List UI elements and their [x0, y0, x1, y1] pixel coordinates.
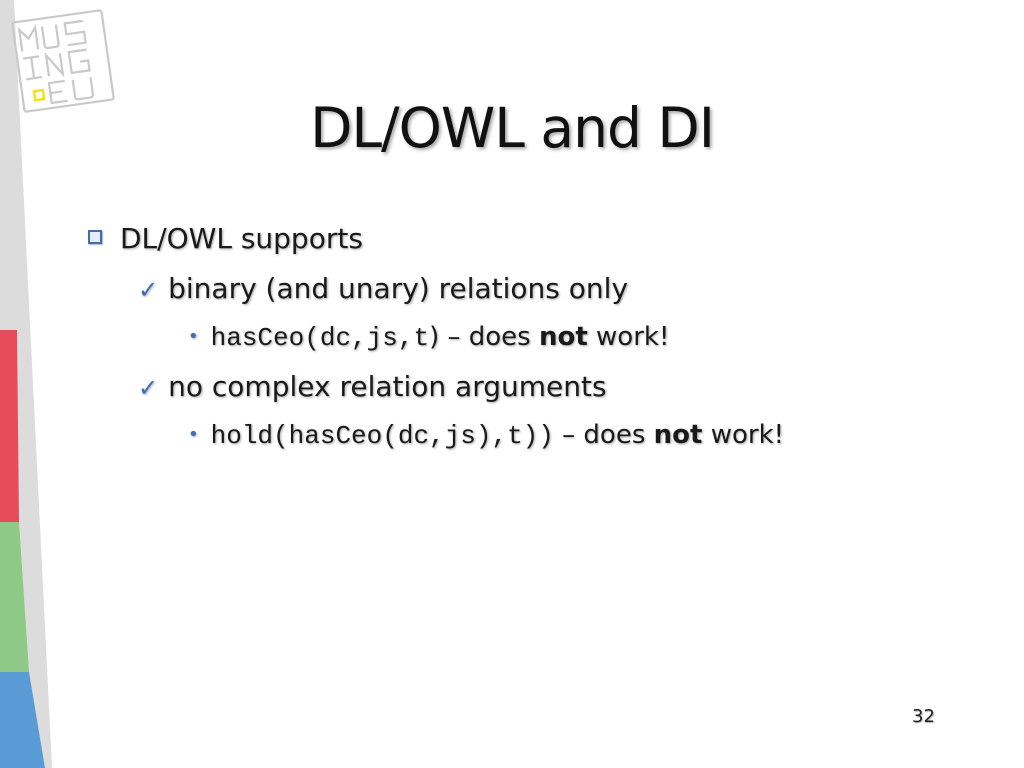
bullet-level1: DL/OWL supports — [88, 222, 363, 255]
checkmark-icon: ✓ — [138, 374, 159, 402]
bullet-text: – does — [553, 420, 654, 450]
bold-text: not — [653, 420, 703, 450]
bullet-level3: • hold(hasCeo(dc,js),t)) – does not work! — [188, 420, 784, 451]
left-color-strip — [0, 0, 52, 768]
dot-bullet-icon: • — [188, 326, 199, 347]
bullet-text: DL/OWL supports — [120, 222, 363, 255]
logo-yellow-square — [32, 88, 46, 102]
page-number: 32 — [912, 706, 935, 727]
strip-red-band — [0, 330, 19, 522]
slide-title: DL/OWL and DI — [310, 96, 715, 160]
bullet-text: work! — [702, 420, 785, 450]
code-snippet: hasCeo(dc,js,t — [210, 323, 430, 353]
bullet-level3: • hasCeo(dc,js,t) – does not work! — [188, 322, 669, 353]
bullet-text: work! — [587, 322, 670, 352]
strip-green-band — [0, 522, 29, 672]
strip-blue-band — [0, 672, 45, 768]
bullet-text: binary (and unary) relations only — [168, 272, 629, 305]
bullet-text: no complex relation arguments — [168, 370, 607, 403]
musing-eu-logo-icon — [11, 9, 115, 113]
square-bullet-icon — [88, 230, 102, 244]
bullet-text: ) – does — [429, 322, 539, 352]
checkmark-icon: ✓ — [138, 276, 159, 304]
code-snippet: hold(hasCeo(dc,js),t)) — [210, 421, 554, 451]
bold-text: not — [538, 322, 588, 352]
bullet-level2: ✓ no complex relation arguments — [138, 370, 607, 403]
bullet-level2: ✓ binary (and unary) relations only — [138, 272, 628, 305]
dot-bullet-icon: • — [188, 424, 199, 445]
